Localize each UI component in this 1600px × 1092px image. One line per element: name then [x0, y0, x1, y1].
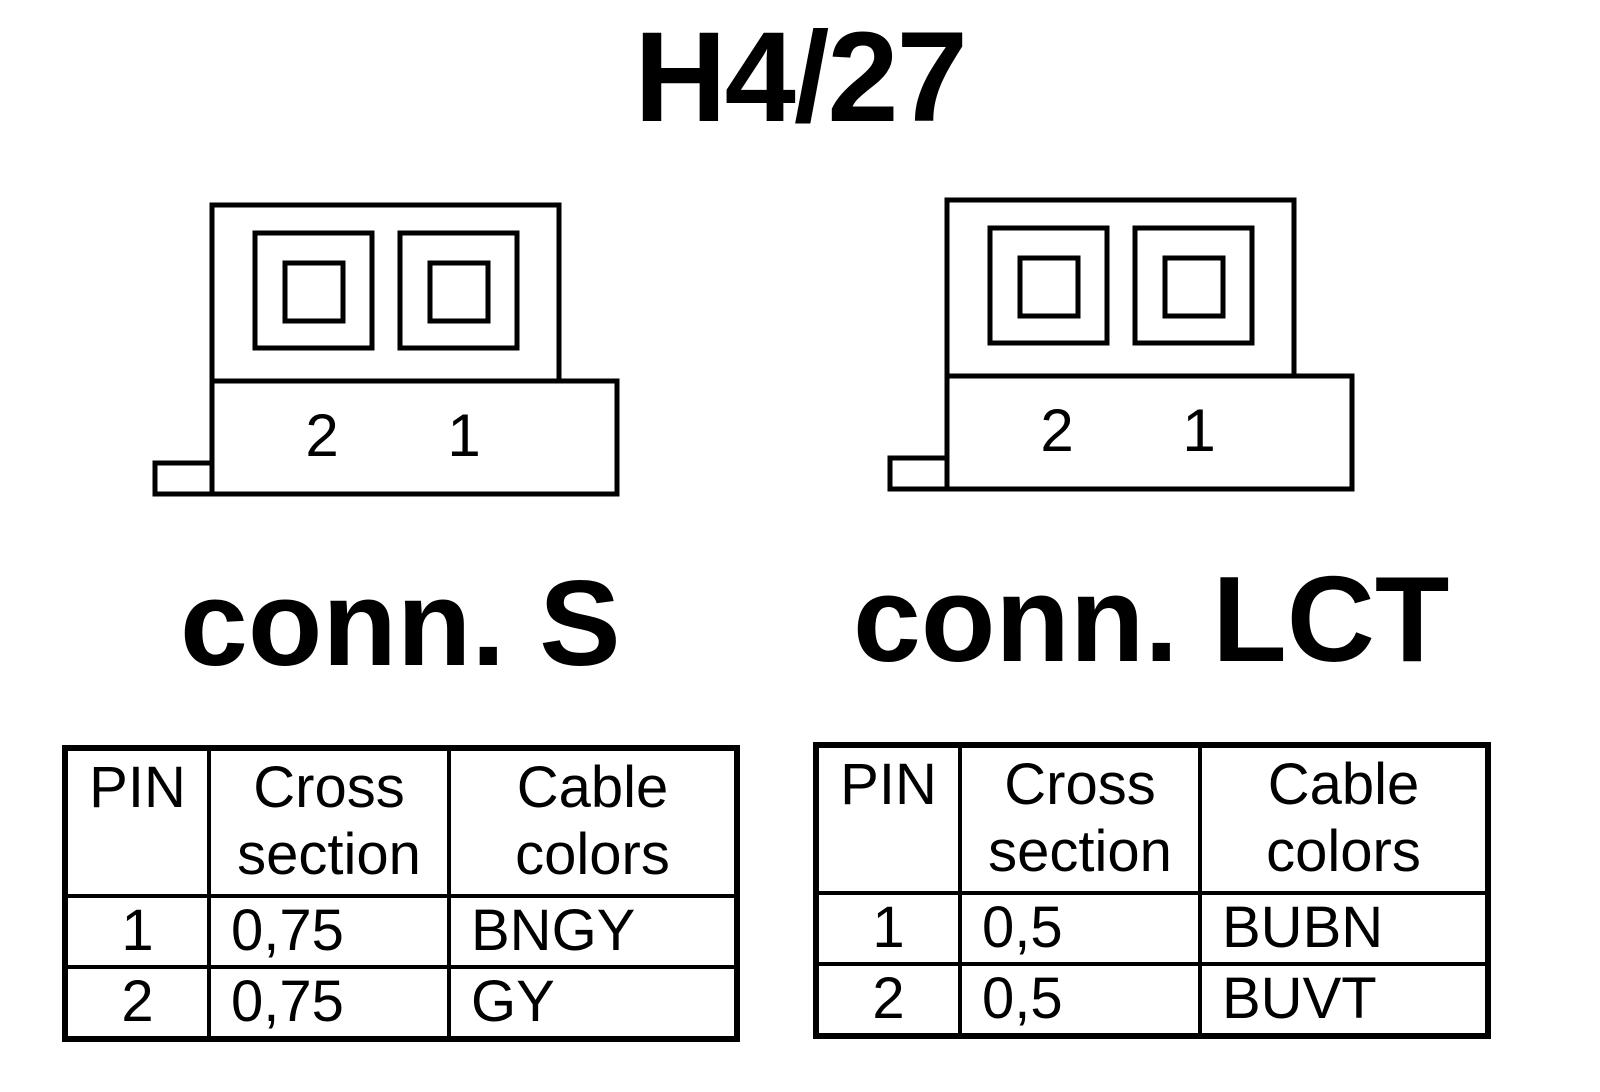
- table-row: 1 0,75 BNGY: [63, 894, 739, 970]
- diagram-title: H4/27: [634, 6, 968, 149]
- header-cable-colors: Cable colors: [447, 745, 739, 899]
- cable-color-cell: GY: [447, 965, 739, 1041]
- connector-lct-cavity-1: [1132, 225, 1255, 346]
- connector-lct-label: conn. LCT: [853, 551, 1450, 687]
- connector-s-pin-label-2: 2: [305, 402, 338, 469]
- pin-cell: 2: [63, 965, 211, 1041]
- cross-section-cell: 0,5: [958, 891, 1202, 967]
- pin-cell: 1: [814, 891, 962, 967]
- header-cable-colors: Cable colors: [1198, 742, 1490, 896]
- connector-s-latch: [152, 460, 215, 497]
- connector-s-base: [209, 378, 620, 497]
- table-row: 1 0,5 BUBN: [814, 891, 1490, 967]
- header-cross-section: Cross section: [958, 742, 1202, 896]
- pin-cell: 1: [63, 894, 211, 970]
- cable-color-cell: BNGY: [447, 894, 739, 970]
- connector-lct-pin-table: PIN Cross section Cable colors 1 0,5 BUB…: [813, 742, 1491, 1039]
- connector-lct-base: [944, 373, 1355, 492]
- connector-s-pin-table: PIN Cross section Cable colors 1 0,75 BN…: [62, 745, 740, 1042]
- table-row: 2 0,5 BUVT: [814, 962, 1490, 1038]
- connector-lct-terminal-2: [1017, 255, 1081, 319]
- pin-cell: 2: [814, 962, 962, 1038]
- connector-s-cavity-2: [252, 230, 375, 351]
- connector-s-drawing: 2 1: [152, 202, 620, 497]
- connector-s-pin-label-1: 1: [447, 402, 480, 469]
- connector-lct-pin-label-2: 2: [1040, 397, 1073, 464]
- cross-section-cell: 0,5: [958, 962, 1202, 1038]
- cable-color-cell: BUVT: [1198, 962, 1490, 1038]
- table-row: 2 0,75 GY: [63, 965, 739, 1041]
- connector-lct-latch: [887, 455, 950, 492]
- connector-s-label: conn. S: [180, 555, 621, 691]
- table-header-row: PIN Cross section Cable colors: [63, 745, 739, 899]
- header-cross-section: Cross section: [207, 745, 451, 899]
- connector-lct-cavity-2: [987, 225, 1110, 346]
- cross-section-cell: 0,75: [207, 965, 451, 1041]
- connector-lct-drawing: 2 1: [887, 197, 1355, 492]
- connector-lct-pin-label-1: 1: [1182, 397, 1215, 464]
- connector-s-cavity-1: [397, 230, 520, 351]
- cross-section-cell: 0,75: [207, 894, 451, 970]
- header-pin: PIN: [814, 742, 962, 896]
- connector-lct-terminal-1: [1162, 255, 1226, 319]
- connector-s-terminal-1: [427, 260, 491, 324]
- cable-color-cell: BUBN: [1198, 891, 1490, 967]
- header-pin: PIN: [63, 745, 211, 899]
- connector-s-terminal-2: [282, 260, 346, 324]
- table-header-row: PIN Cross section Cable colors: [814, 742, 1490, 896]
